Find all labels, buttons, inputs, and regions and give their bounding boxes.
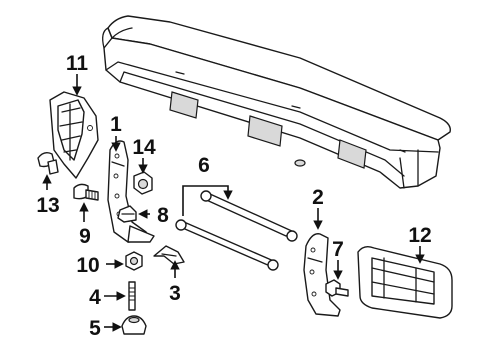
callout-5: 5 <box>89 317 101 340</box>
callout-2: 2 <box>312 186 324 209</box>
callout-12: 12 <box>408 224 431 247</box>
part-5-pad <box>121 315 147 335</box>
callout-13: 13 <box>36 194 59 217</box>
callout-14: 14 <box>132 136 156 159</box>
callout-4: 4 <box>89 286 101 309</box>
part-11-left-bracket <box>49 91 99 179</box>
part-2-right-mount-bracket <box>303 233 341 317</box>
callout-1: 1 <box>110 113 122 136</box>
callout-7: 7 <box>332 238 344 261</box>
part-8-clip <box>117 205 137 223</box>
callout-labels: 11 1 14 13 9 8 10 4 5 3 6 2 7 12 <box>36 52 431 340</box>
part-6-upper-brace <box>200 190 298 242</box>
part-6-lower-brace <box>175 219 279 271</box>
callout-arrows <box>42 74 425 332</box>
callout-9: 9 <box>79 225 91 248</box>
part-9-bolt <box>73 183 99 201</box>
part-14-nut <box>133 171 153 195</box>
part-12-right-bracket <box>357 245 453 319</box>
part-4-stud <box>128 281 136 311</box>
callout-11: 11 <box>66 52 89 75</box>
part-10-nut <box>125 251 143 271</box>
part-7-bolt <box>325 279 349 297</box>
arrow-6 <box>182 185 233 216</box>
bumper-face-bar <box>102 15 451 189</box>
callout-3: 3 <box>169 282 181 305</box>
part-3-clip <box>153 245 185 265</box>
callout-6: 6 <box>198 154 210 177</box>
callout-8: 8 <box>157 204 169 227</box>
callout-10: 10 <box>76 254 99 277</box>
part-13-bolt <box>37 151 59 175</box>
